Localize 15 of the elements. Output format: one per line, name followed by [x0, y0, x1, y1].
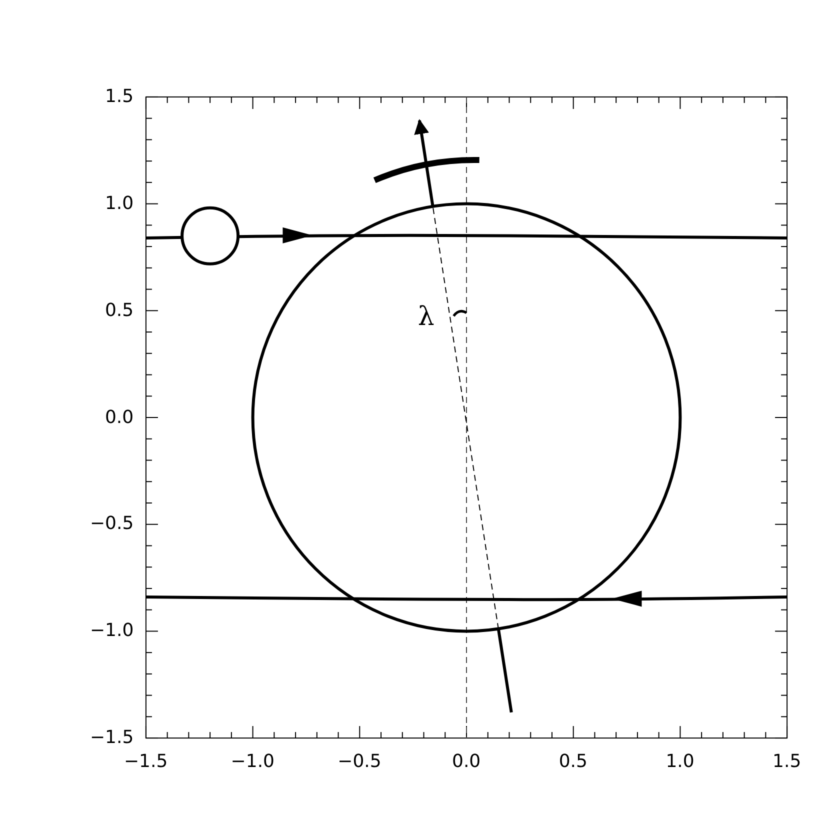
axis-tick-label: 0.0	[104, 408, 134, 428]
axis-tick-label: −0.5	[90, 514, 134, 534]
axis-tick-label: −1.0	[230, 752, 275, 772]
axis-tick-label: 0.0	[452, 752, 481, 772]
angle-label: λ	[418, 303, 434, 332]
axis-tick-label: 1.5	[104, 86, 134, 107]
axis-tick-label: −1.5	[90, 728, 134, 748]
axis-tick-label: 1.0	[666, 752, 694, 772]
axis-tick-label: −0.5	[338, 752, 382, 772]
axis-tick-label: 1.5	[772, 752, 802, 772]
axis-tick-label: 0.5	[558, 752, 588, 772]
axis-tick-label: −1.0	[90, 621, 134, 642]
axis-tick-label: −1.5	[124, 752, 168, 772]
axis-tick-label: 0.5	[104, 300, 134, 321]
axis-tick-label: 1.0	[104, 194, 134, 214]
